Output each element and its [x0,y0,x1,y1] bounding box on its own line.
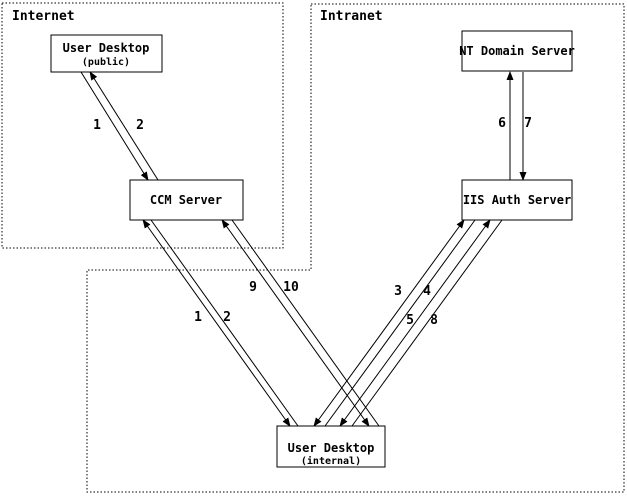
flow-label-public-ccm-1: 1 [93,118,101,133]
node-ccm-server-title: CCM Server [150,193,222,207]
node-iis-auth-server: IIS Auth Server [461,179,573,221]
node-nt-domain-server-box [461,30,573,72]
flow-line-iis-internal-b1 [339,219,491,427]
flow-label-iis-internal-5: 5 [406,313,414,328]
flow-line-ccm-internal-b2 [231,219,380,427]
node-user-desktop-public-title: User Desktop [63,41,150,55]
node-user-desktop-public-subtitle: (public) [82,56,130,68]
flow-label-ccm-internal-1: 1 [194,310,202,325]
flow-label-iis-internal-4: 4 [423,284,431,299]
flow-label-iis-internal-3: 3 [394,284,402,299]
flow-line-ccm-internal-a1 [142,219,291,427]
flow-label-ccm-internal-10: 10 [283,280,299,295]
node-user-desktop-public-box [50,34,163,73]
flow-line-public-to-ccm [80,71,149,181]
flow-label-ccm-internal-2: 2 [223,310,231,325]
flow-label-iis-internal-8: 8 [430,313,438,328]
node-user-desktop-public: User Desktop (public) [50,34,163,73]
flow-label-public-ccm-2: 2 [136,118,144,133]
flow-label-nt-iis-6: 6 [498,116,506,131]
node-iis-auth-server-box [461,179,573,221]
internet-zone-label: Internet [12,9,75,24]
node-user-desktop-internal-subtitle: (internal) [301,455,361,467]
node-user-desktop-internal-title: User Desktop [288,441,375,455]
flow-label-ccm-internal-9: 9 [249,280,257,295]
node-iis-auth-server-title: IIS Auth Server [463,193,571,207]
node-ccm-server-box [129,179,244,221]
intranet-zone-border [86,3,625,493]
flow-line-iis-internal-a1 [313,219,465,427]
node-user-desktop-internal-box [276,425,386,468]
flow-line-iis-internal-b2 [351,219,503,427]
node-user-desktop-internal: User Desktop (internal) [276,425,386,468]
flow-line-iis-internal-a2 [324,219,476,427]
flow-line-ccm-to-public [89,71,159,181]
node-nt-domain-server-title: NT Domain Server [459,44,575,58]
node-nt-domain-server: NT Domain Server [459,30,575,72]
intranet-zone-label: Intranet [320,9,383,24]
node-ccm-server: CCM Server [129,179,244,221]
flow-label-nt-iis-7: 7 [524,116,532,131]
